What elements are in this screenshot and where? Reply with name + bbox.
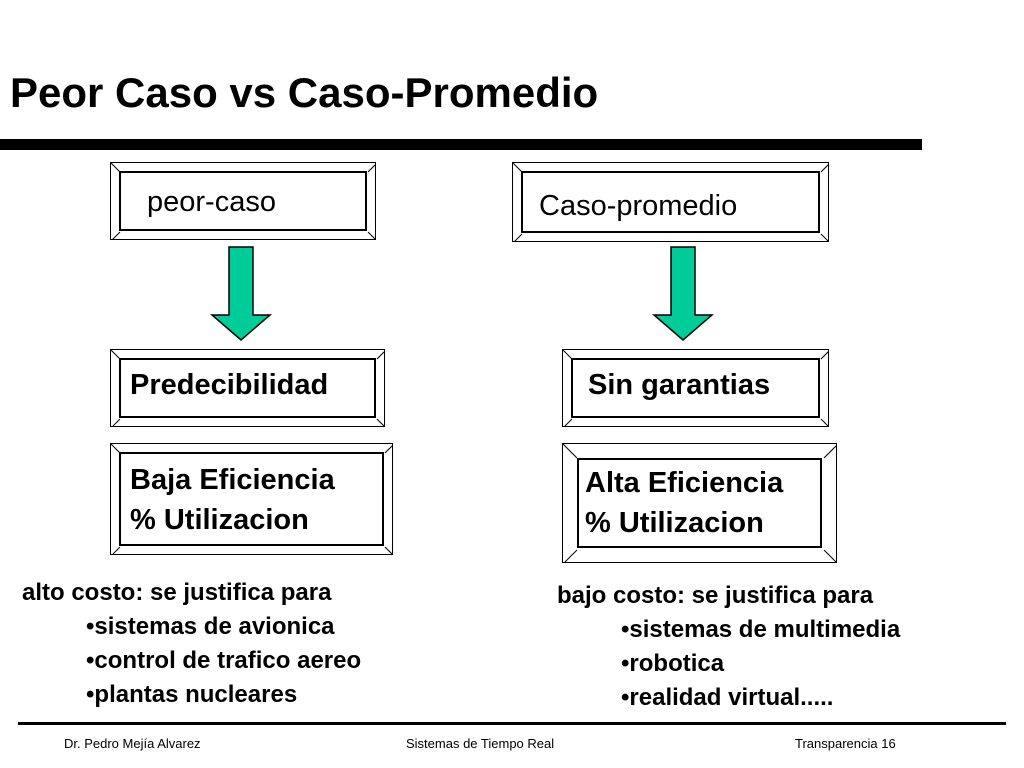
list-item: •plantas nucleares xyxy=(86,681,298,708)
notes-left: alto costo: se justifica para •sistemas … xyxy=(22,576,361,712)
footer-slide-number: Transparencia 16 xyxy=(795,736,896,751)
box-alta-eficiencia: Alta Eficiencia % Utilizacion xyxy=(562,443,837,563)
bevel-corners xyxy=(111,444,392,554)
box-label: Caso-promedio xyxy=(539,190,738,222)
detail-line: Alta Eficiencia xyxy=(585,467,784,499)
box-predecibilidad: Predecibilidad xyxy=(110,349,385,427)
title-rule xyxy=(0,139,922,150)
box-label: Sin garantias xyxy=(588,369,771,401)
box-label: peor-caso xyxy=(147,186,276,218)
notes-lead: alto costo: se justifica para xyxy=(22,579,332,606)
box-sin-garantias: Sin garantias xyxy=(562,349,829,427)
box-label: Predecibilidad xyxy=(130,369,329,401)
list-item: •robotica xyxy=(621,650,725,677)
list-item: •control de trafico aereo xyxy=(86,647,362,674)
bevel-corners xyxy=(513,163,828,241)
list-item: •sistemas de avionica xyxy=(86,613,335,640)
box-caso-promedio: Caso-promedio xyxy=(512,162,829,242)
bevel-corners xyxy=(111,350,384,426)
bevel-corners xyxy=(563,444,836,562)
footer-author: Dr. Pedro Mejía Alvarez xyxy=(64,736,201,751)
footer-course: Sistemas de Tiempo Real xyxy=(406,736,555,751)
list-item: •realidad virtual..... xyxy=(621,684,834,711)
detail-line: % Utilizacion xyxy=(130,504,309,536)
box-detail-lines: Alta Eficiencia % Utilizacion xyxy=(585,463,783,543)
detail-line: % Utilizacion xyxy=(585,507,764,539)
down-arrow-left xyxy=(210,246,272,341)
notes-lead: bajo costo: se justifica para xyxy=(557,582,874,609)
detail-line: Baja Eficiencia xyxy=(130,464,335,496)
box-peor-caso: peor-caso xyxy=(110,162,376,240)
box-detail-lines: Baja Eficiencia % Utilizacion xyxy=(130,460,335,540)
bevel-corners xyxy=(563,350,828,426)
slide-title: Peor Caso vs Caso-Promedio xyxy=(10,69,599,116)
bevel-corners xyxy=(111,163,375,239)
footer-rule xyxy=(18,722,1006,725)
down-arrow-right xyxy=(652,246,714,341)
notes-right: bajo costo: se justifica para •sistemas … xyxy=(557,579,900,715)
box-baja-eficiencia: Baja Eficiencia % Utilizacion xyxy=(110,443,393,555)
list-item: •sistemas de multimedia xyxy=(621,616,901,643)
